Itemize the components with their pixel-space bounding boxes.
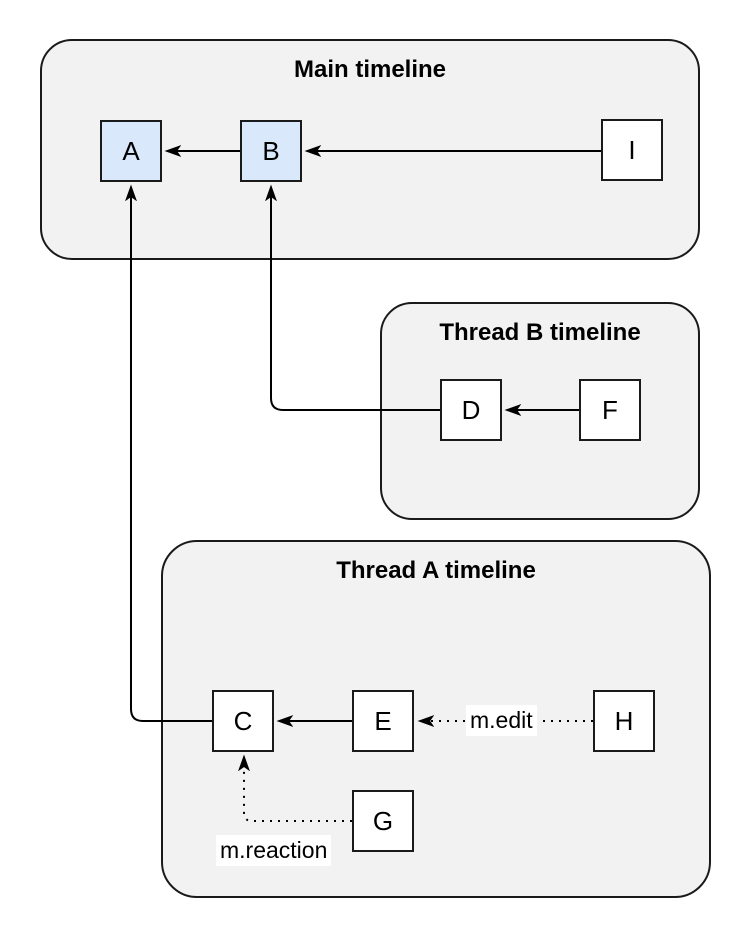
node-g: G (352, 790, 414, 852)
edge-label-m-edit: m.edit (466, 705, 537, 736)
container-thread-b-timeline-title: Thread B timeline (439, 319, 641, 346)
container-thread-b-timeline: Thread B timeline (380, 302, 700, 520)
node-b: B (240, 120, 302, 182)
container-main-timeline-title: Main timeline (293, 56, 447, 83)
node-d: D (440, 379, 502, 441)
node-i: I (601, 119, 663, 181)
node-c: C (212, 690, 274, 752)
node-e: E (352, 690, 414, 752)
node-h: H (593, 690, 655, 752)
node-f: F (579, 379, 641, 441)
edge-label-m-reaction: m.reaction (216, 835, 332, 866)
node-a: A (100, 120, 162, 182)
container-thread-a-timeline-title: Thread A timeline (336, 557, 536, 584)
